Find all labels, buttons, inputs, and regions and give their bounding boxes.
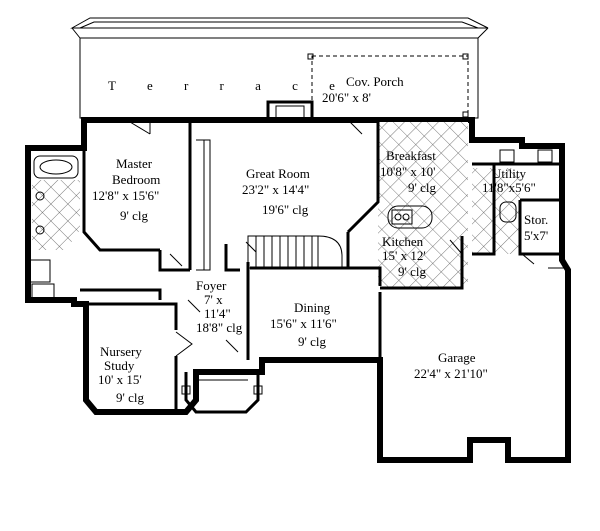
- terrace-text: T e r r a c e: [108, 78, 349, 93]
- foyer-size1: 7' x: [204, 292, 223, 307]
- kitchen-size: 15' x 12': [382, 248, 426, 263]
- interior-walls: [27, 122, 566, 410]
- cov-porch-size: 20'6" x 8': [322, 90, 371, 105]
- breakfast-size: 10'8" x 10': [380, 164, 436, 179]
- foyer-name: Foyer: [196, 278, 227, 293]
- nursery-study-label: Nursery Study 10' x 15' 9' clg: [98, 344, 144, 405]
- master-bedroom-size: 12'8" x 15'6": [92, 188, 159, 203]
- master-bedroom-clg: 9' clg: [120, 208, 148, 223]
- storage-size: 5'x7': [524, 228, 548, 243]
- breakfast-clg: 9' clg: [408, 180, 436, 195]
- nursery-name1: Nursery: [100, 344, 142, 359]
- nursery-clg: 9' clg: [116, 390, 144, 405]
- storage-label: Stor. 5'x7': [524, 212, 548, 243]
- great-room-clg: 19'6" clg: [262, 202, 309, 217]
- master-bedroom-label: Master Bedroom 12'8" x 15'6" 9' clg: [92, 156, 160, 223]
- kitchen-label: Kitchen 15' x 12' 9' clg: [382, 234, 426, 279]
- cov-porch-label: Cov. Porch 20'6" x 8': [322, 74, 404, 105]
- breakfast-name: Breakfast: [386, 148, 436, 163]
- foyer-label: Foyer 7' x 11'4" 18'8" clg: [196, 278, 243, 335]
- dining-size: 15'6" x 11'6": [270, 316, 337, 331]
- dining-name: Dining: [294, 300, 331, 315]
- utility-label: Utility 11'8"x5'6": [482, 166, 536, 195]
- kitchen-name: Kitchen: [382, 234, 424, 249]
- breakfast-label: Breakfast 10'8" x 10' 9' clg: [380, 148, 436, 195]
- front-entry: [181, 372, 263, 414]
- great-room-size: 23'2" x 14'4": [242, 182, 309, 197]
- nursery-name2: Study: [104, 358, 135, 373]
- cov-porch-name: Cov. Porch: [346, 74, 404, 89]
- nursery-size: 10' x 15': [98, 372, 142, 387]
- master-bedroom-name2: Bedroom: [112, 172, 160, 187]
- storage-name: Stor.: [524, 212, 548, 227]
- tiled-floors: [32, 122, 520, 288]
- foyer-size2: 11'4": [204, 306, 231, 321]
- master-bedroom-name1: Master: [116, 156, 153, 171]
- terrace-label: T e r r a c e: [108, 78, 349, 93]
- garage-size: 22'4" x 21'10": [414, 366, 488, 381]
- great-room-name: Great Room: [246, 166, 310, 181]
- dining-clg: 9' clg: [298, 334, 326, 349]
- garage-label: Garage 22'4" x 21'10": [414, 350, 488, 381]
- kitchen-clg: 9' clg: [398, 264, 426, 279]
- utility-name: Utility: [492, 166, 526, 181]
- utility-size: 11'8"x5'6": [482, 180, 536, 195]
- doors: [129, 121, 535, 353]
- garage-name: Garage: [438, 350, 476, 365]
- great-room-label: Great Room 23'2" x 14'4" 19'6" clg: [242, 166, 310, 217]
- dining-label: Dining 15'6" x 11'6" 9' clg: [270, 300, 337, 349]
- foyer-clg: 18'8" clg: [196, 320, 243, 335]
